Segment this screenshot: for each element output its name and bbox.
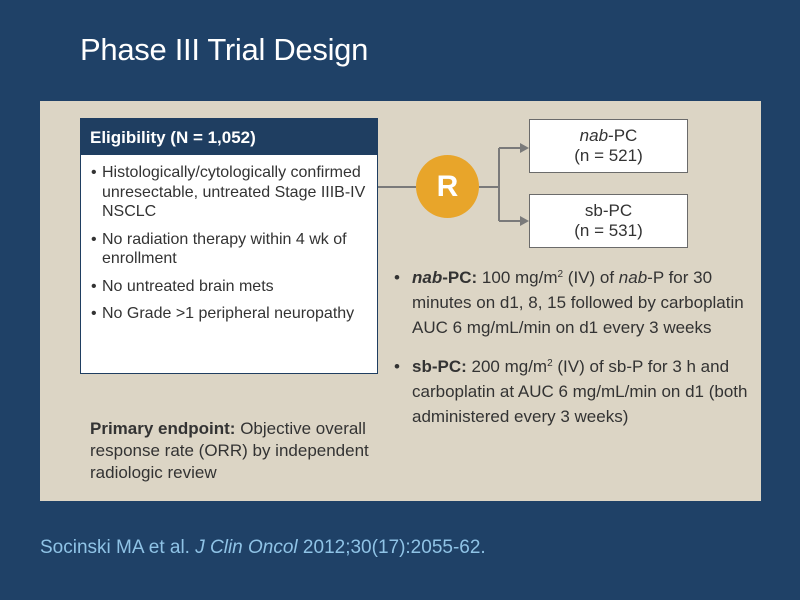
bullet-icon: • [394,357,400,376]
dosing-item-sb-pc: •sb-PC: 200 mg/m2 (IV) of sb-P for 3 h a… [394,354,764,429]
bullet-icon: • [394,268,400,287]
arm-name: nab-PC [579,126,638,145]
arm-name: sb-PC [584,201,633,220]
eligibility-item: •Histologically/cytologically confirmed … [91,164,366,220]
eligibility-item: •No Grade >1 peripheral neuropathy [91,305,355,322]
eligibility-item: •No untreated brain mets [91,277,274,295]
arm-sb-pc-box: sb-PC (n = 531) [529,194,688,248]
primary-endpoint: Primary endpoint: Objective overall resp… [90,419,369,482]
arm-count: (n = 531) [574,221,643,240]
arm-nab-pc-box: nab-PC (n = 521) [529,119,688,173]
eligibility-header: Eligibility (N = 1,052) [81,119,377,155]
bullet-icon: • [91,164,97,181]
eligibility-box: Eligibility (N = 1,052) •Histologically/… [80,118,378,374]
arm-count: (n = 521) [574,146,643,165]
bullet-icon: • [91,305,97,322]
citation: Socinski MA et al. J Clin Oncol 2012;30(… [40,537,486,558]
bullet-icon: • [91,277,97,295]
dosing-item-nab-pc: •nab-PC: 100 mg/m2 (IV) of nab-P for 30 … [394,265,764,340]
dosing-list: •nab-PC: 100 mg/m2 (IV) of nab-P for 30 … [394,265,764,443]
bullet-icon: • [91,230,97,248]
eligibility-item: •No radiation therapy within 4 wk of enr… [91,230,347,268]
slide-title: Phase III Trial Design [80,32,369,67]
randomization-circle: R [416,155,479,218]
eligibility-list: •Histologically/cytologically confirmed … [81,155,377,324]
